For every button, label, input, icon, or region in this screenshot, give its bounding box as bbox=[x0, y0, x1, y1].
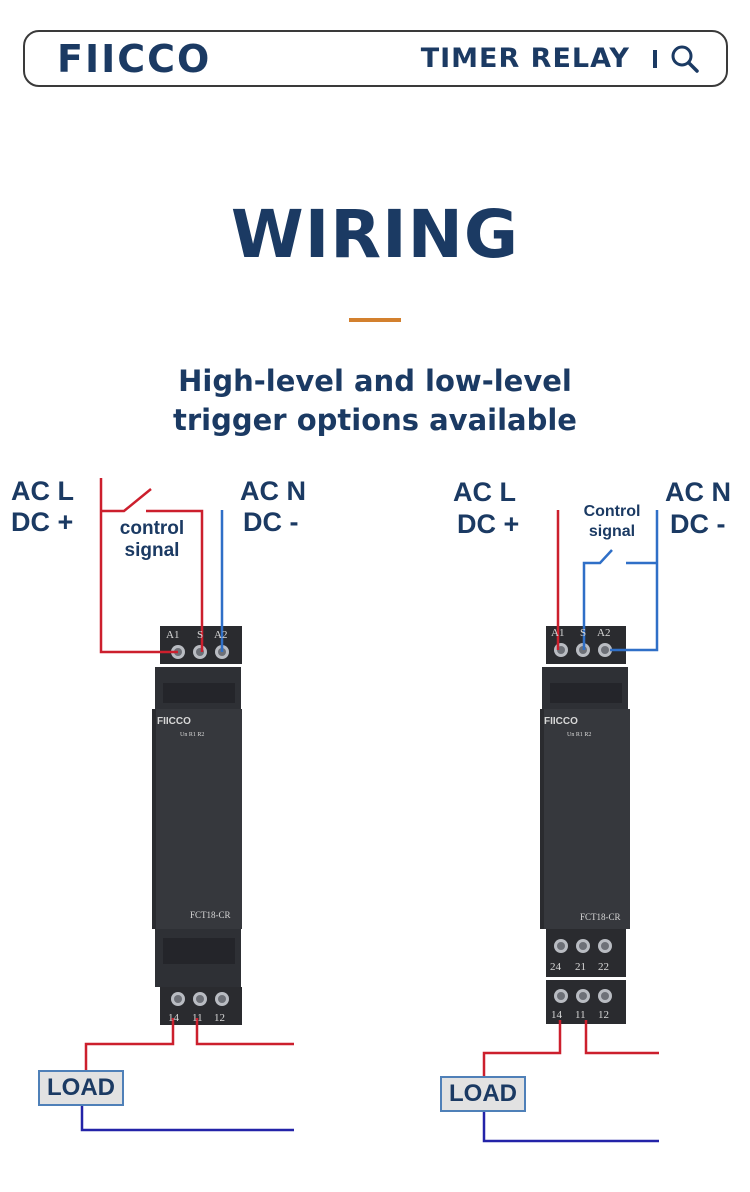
right-load-wire bbox=[482, 1112, 659, 1143]
left-control-line1: control bbox=[119, 518, 185, 539]
right-control-line2: signal bbox=[588, 523, 636, 540]
right-device-brand: FIICCO bbox=[544, 716, 578, 727]
right-load-box: LOAD bbox=[440, 1076, 526, 1112]
right-dc-plus-label: DC + bbox=[457, 509, 520, 539]
right-terminal-22: 22 bbox=[598, 961, 609, 973]
right-terminal-11: 11 bbox=[575, 1009, 586, 1021]
left-terminal-11: 11 bbox=[192, 1012, 203, 1024]
left-relay-device bbox=[152, 626, 242, 1025]
header-title: TIMER RELAY bbox=[420, 43, 630, 74]
title-underline bbox=[349, 318, 401, 322]
left-terminal-a1: A1 bbox=[166, 629, 179, 641]
header-divider bbox=[653, 50, 657, 68]
right-terminal-24: 24 bbox=[550, 961, 562, 973]
right-relay-device bbox=[540, 626, 630, 1024]
left-terminal-12: 12 bbox=[214, 1012, 225, 1024]
right-device-model: FCT18-CR bbox=[580, 912, 621, 922]
left-dc-plus-label: DC + bbox=[11, 507, 74, 537]
right-dc-minus-label: DC - bbox=[670, 509, 726, 539]
left-device-model: FCT18-CR bbox=[190, 910, 231, 920]
left-control-line2: signal bbox=[124, 540, 180, 561]
left-live-wires bbox=[84, 478, 294, 1071]
right-control-signal-label: Control signal bbox=[576, 502, 648, 542]
right-terminal-14: 14 bbox=[551, 1009, 563, 1021]
left-device-brand: FIICCO bbox=[157, 716, 191, 727]
right-neutral-wires bbox=[582, 510, 659, 652]
subtitle-line-1: High-level and low-level bbox=[178, 364, 572, 398]
left-load-wire bbox=[80, 1106, 294, 1132]
left-terminal-s: S bbox=[197, 629, 203, 641]
left-ac-l-label: AC L bbox=[11, 476, 74, 506]
right-live-wires bbox=[482, 510, 659, 1077]
search-icon[interactable] bbox=[670, 44, 700, 74]
left-ac-n-label: AC N bbox=[240, 476, 306, 506]
right-terminal-a2: A2 bbox=[597, 627, 610, 639]
right-device-leds: Un R1 R2 bbox=[567, 732, 591, 738]
left-control-signal-label: control signal bbox=[112, 518, 192, 562]
left-device-leds: Un R1 R2 bbox=[180, 732, 204, 738]
left-terminal-a2: A2 bbox=[214, 629, 227, 641]
right-ac-n-label: AC N bbox=[665, 477, 731, 507]
right-control-line1: Control bbox=[583, 503, 641, 520]
left-terminal-14: 14 bbox=[168, 1012, 180, 1024]
top-banner: FIICCO TIMER RELAY bbox=[23, 30, 728, 87]
right-ac-l-label: AC L bbox=[453, 477, 516, 507]
left-dc-minus-label: DC - bbox=[243, 507, 299, 537]
subtitle-line-2: trigger options available bbox=[173, 403, 577, 437]
right-terminal-s: S bbox=[580, 627, 586, 639]
right-terminal-12: 12 bbox=[598, 1009, 609, 1021]
right-terminal-a1: A1 bbox=[551, 627, 564, 639]
right-terminal-21: 21 bbox=[575, 961, 586, 973]
brand-logo: FIICCO bbox=[57, 37, 212, 81]
left-load-box: LOAD bbox=[38, 1070, 124, 1106]
page-title: WIRING bbox=[230, 196, 520, 273]
